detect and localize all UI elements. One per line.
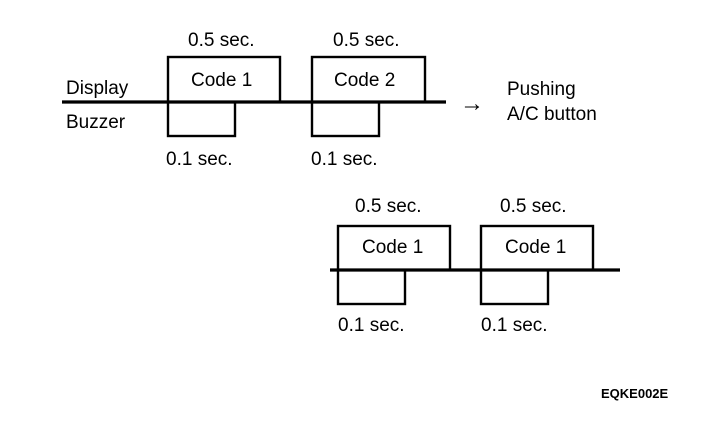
bottom-code-2: Code 1 (505, 237, 566, 258)
top-display-duration-1: 0.5 sec. (188, 30, 255, 51)
top-buzzer-pulse-1 (166, 100, 237, 138)
action-line-2: A/C button (507, 104, 597, 125)
bottom-buzzer-pulse-1 (336, 268, 407, 306)
bottom-buzzer-duration-1: 0.1 sec. (338, 315, 405, 336)
top-buzzer-duration-2: 0.1 sec. (311, 149, 378, 170)
top-buzzer-duration-1: 0.1 sec. (166, 149, 233, 170)
right-arrow-icon: → (460, 90, 484, 117)
action-line-1: Pushing (507, 79, 576, 100)
bottom-code-1: Code 1 (362, 237, 423, 258)
figure-code: EQKE002E (601, 386, 669, 401)
top-code-2: Code 2 (334, 70, 395, 91)
top-sequence: Display Buzzer 0.5 sec. 0.5 sec. Code 1 … (62, 30, 597, 170)
bottom-display-duration-1: 0.5 sec. (355, 196, 422, 217)
top-buzzer-pulse-2 (310, 100, 381, 138)
bottom-sequence: 0.5 sec. 0.5 sec. Code 1 Code 1 0.1 sec.… (330, 196, 620, 336)
bottom-buzzer-pulse-2 (479, 268, 550, 306)
display-label: Display (66, 78, 129, 99)
bottom-buzzer-duration-2: 0.1 sec. (481, 315, 548, 336)
bottom-display-duration-2: 0.5 sec. (500, 196, 567, 217)
top-display-duration-2: 0.5 sec. (333, 30, 400, 51)
top-code-1: Code 1 (191, 70, 252, 91)
buzzer-label: Buzzer (66, 112, 126, 133)
